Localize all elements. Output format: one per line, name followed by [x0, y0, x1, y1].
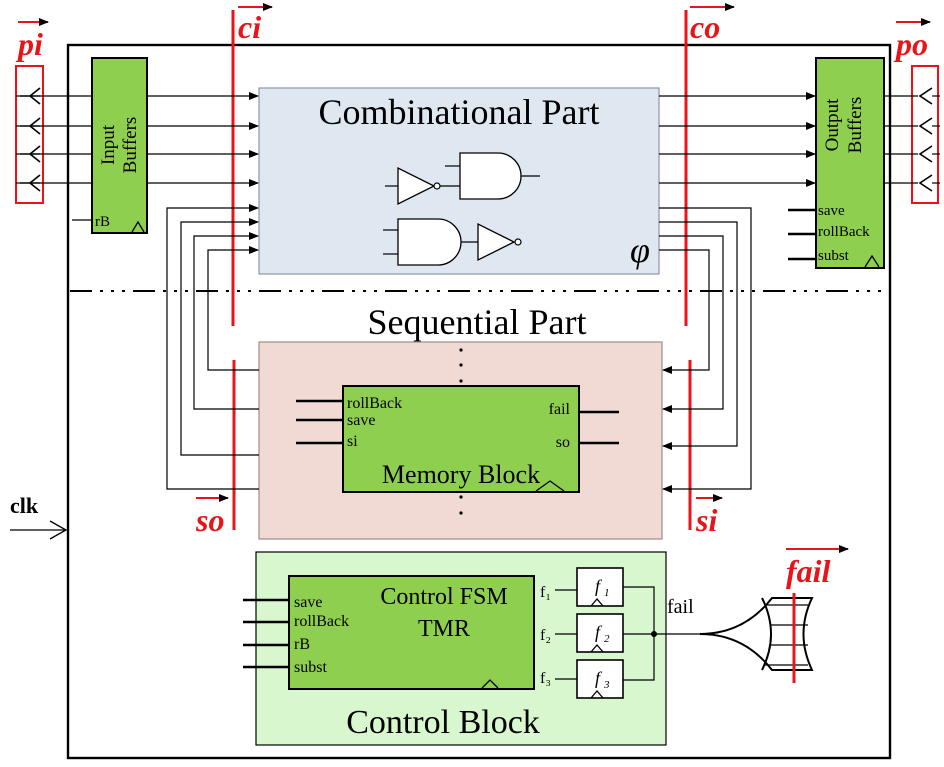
si-feedback-wire: [659, 249, 710, 374]
continuation-dot: [459, 379, 463, 383]
po-signal-label: po: [893, 26, 928, 62]
si-feedback-wire: [659, 207, 752, 493]
clock-triangle-icon: [131, 220, 145, 233]
input-buffer-icon: [20, 145, 41, 163]
combinational-part: Combinational Part φ: [258, 87, 660, 275]
si-feedback-wire: [659, 221, 738, 450]
control-block-title: Control Block: [346, 704, 540, 741]
pi-signal-label: pi: [15, 26, 43, 62]
f1-port-label: f₁: [540, 584, 551, 601]
flipflop-sub: 2: [604, 633, 610, 645]
so-feedback-wire: [180, 218, 259, 456]
input-buffer-icon: [20, 174, 41, 192]
clock-triangle-icon: [535, 480, 565, 492]
clk-input-icon: [10, 520, 68, 540]
subst-port-label: subst: [294, 659, 327, 676]
save-port-label: save: [294, 594, 322, 611]
save-port-label: save: [347, 412, 375, 429]
input-buffers-label: Buffers: [120, 117, 141, 174]
f3-port-label: f₃: [540, 670, 551, 687]
rollback-port-label: rollBack: [347, 395, 402, 412]
flipflop-label: f: [595, 576, 603, 596]
combinational-title: Combinational Part: [319, 92, 600, 132]
subst-port-label: subst: [818, 248, 850, 264]
fail-signal-label: fail: [786, 553, 831, 589]
fsm-to-ff-wires: [555, 586, 700, 681]
so-feedback-wire: [207, 246, 259, 371]
continuation-dot: [459, 363, 463, 367]
flipflop-label: f: [595, 668, 603, 688]
continuation-dot: [459, 511, 463, 515]
memory-block-title: Memory Block: [382, 460, 540, 489]
sequential-title: Sequential Part: [368, 302, 587, 342]
flipflop-f1: f 1: [576, 567, 624, 607]
flipflop-f3: f 3: [576, 659, 624, 699]
and-gate-icon: [459, 152, 540, 200]
rb-port-label: rB: [294, 636, 310, 653]
so-feedback-wire: [166, 204, 259, 490]
flipflop-label: f: [595, 622, 603, 642]
rollback-port-label: rollBack: [294, 613, 349, 630]
flipflop-f2: f 2: [576, 613, 624, 653]
fail-wire-label: fail: [667, 596, 694, 618]
rollback-port-label: rollBack: [818, 224, 870, 240]
control-fsm-subtitle: TMR: [418, 616, 470, 642]
flipflop-sub: 1: [604, 587, 610, 599]
not-gate-icon: [477, 222, 522, 262]
flipflop-sub: 3: [603, 679, 610, 691]
clk-signal-label: clk: [10, 493, 39, 518]
so-feedback-wire: [193, 232, 259, 410]
output-buffers-label: Output: [822, 98, 843, 152]
input-buffer-icon: [20, 117, 41, 135]
po-outputs: [911, 65, 939, 204]
clock-triangle-icon: [481, 679, 499, 689]
output-buffer-icon: [918, 117, 933, 135]
f2-port-label: f₂: [540, 627, 551, 644]
continuation-dot: [459, 348, 463, 352]
clock-triangle-icon: [864, 254, 880, 268]
si-port-label: si: [347, 433, 358, 450]
phi-label: φ: [630, 230, 650, 270]
input-buffers: Input Buffers rB: [72, 57, 148, 234]
continuation-dot: [459, 495, 463, 499]
output-buffer-icon: [918, 174, 933, 192]
output-buffer-icon: [918, 87, 933, 105]
memory-block: rollBack save si fail so Memory Block: [296, 385, 619, 493]
control-fsm-title: Control FSM: [380, 584, 507, 610]
fail-port-label: fail: [549, 401, 571, 418]
output-buffer-icon: [918, 145, 933, 163]
ci-signal-label: ci: [238, 9, 261, 45]
rb-port-label: rB: [95, 214, 110, 230]
control-fsm: Control FSM TMR save rollBack rB subst f…: [243, 575, 551, 690]
input-buffer-icon: [20, 87, 41, 105]
so-port-label: so: [556, 434, 570, 451]
si-feedback-wire: [659, 235, 724, 413]
output-buffers: Output Buffers save rollBack subst: [788, 57, 885, 269]
and-gate-icon: [383, 218, 478, 266]
output-buffers-label: Buffers: [845, 97, 866, 154]
so-signal-label: so: [195, 502, 224, 538]
or-gate-icon: [699, 597, 814, 671]
not-gate-icon: [385, 165, 460, 206]
input-buffers-label: Input: [98, 124, 119, 165]
si-signal-label: si: [695, 502, 717, 538]
co-signal-label: co: [690, 9, 720, 45]
save-port-label: save: [818, 203, 845, 219]
pi-inputs: [15, 65, 44, 204]
